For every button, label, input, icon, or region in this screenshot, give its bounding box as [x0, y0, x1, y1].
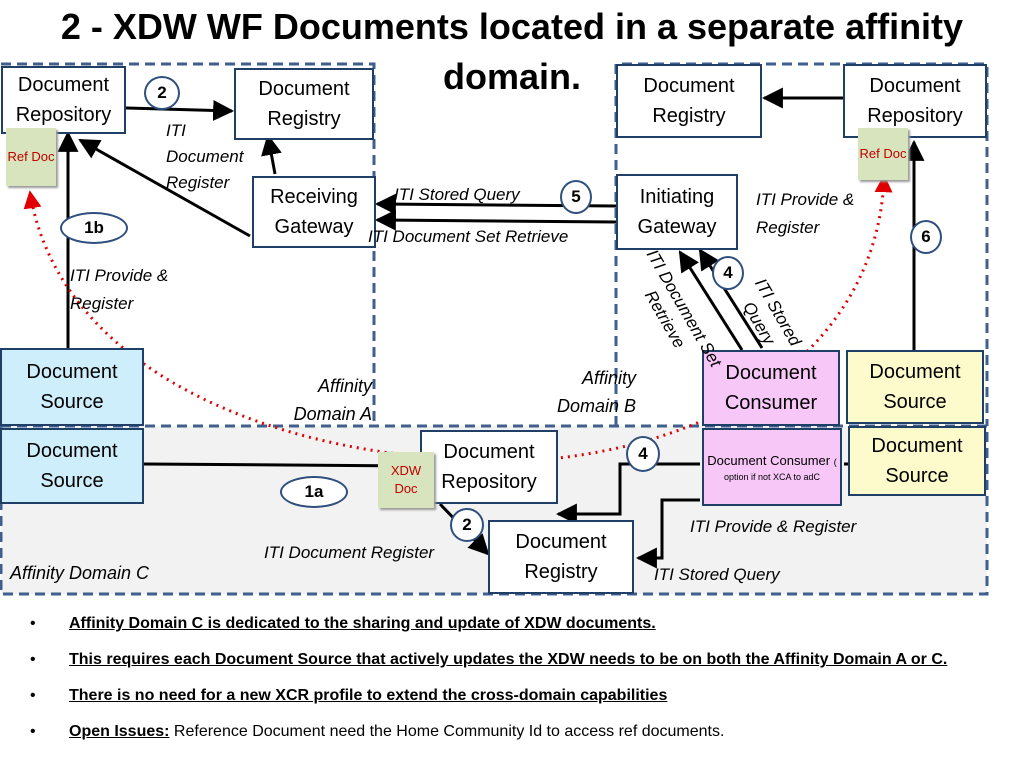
document-source-c1: Document Source [0, 428, 144, 504]
domain-c-border [0, 424, 989, 596]
label-iti-document-register-a: ITI Document Register [166, 121, 244, 192]
document-repository-b: Document Repository [843, 64, 987, 138]
step-5: 5 [560, 180, 592, 214]
arrow-consumer-to-gw-2 [698, 248, 764, 349]
notes-list: Affinity Domain C is dedicated to the sh… [0, 612, 1024, 756]
arrow-consumer-c-to-repo-c [555, 462, 700, 525]
consumer-c-title: Document Consumer ( [707, 452, 837, 468]
arrow-gw-to-registry-a [261, 133, 282, 175]
document-registry-b: Document Registry [616, 64, 762, 138]
arrow-consumer-to-gw-1 [678, 250, 744, 351]
step-1b: 1b [60, 212, 128, 244]
domain-a-border [1, 62, 376, 426]
label-iti-document-set-retrieve: ITI Document Set Retrieve [368, 227, 569, 246]
document-repository-a: Document Repository [1, 66, 126, 134]
document-source-a: Document Source [0, 348, 144, 426]
document-repository-c: Document Repository [420, 430, 558, 504]
document-source-b: Document Source [846, 350, 984, 424]
label-iti-stored-query-c: ITI Stored Query [654, 565, 780, 584]
note-1-text: Affinity Domain C is dedicated to the sh… [69, 615, 656, 632]
label-iti-document-register-c: ITI Document Register [264, 543, 435, 562]
slide-title: 2 - XDW WF Documents located in a separa… [60, 6, 964, 97]
label-affinity-domain-b: Affinity Domain B [556, 368, 636, 416]
label-iti-provide-register-c: ITI Provide & Register [690, 517, 857, 536]
initiating-gateway: Initiating Gateway [616, 174, 738, 250]
step-4-domain-b: 4 [712, 256, 744, 290]
label-affinity-domain-a: Affinity Domain A [293, 376, 372, 424]
dotted-arrow-to-ref-a [23, 190, 541, 463]
xdw-doc-icon: XDW Doc [378, 452, 434, 508]
step-4-domain-c: 4 [626, 436, 660, 472]
note-2-text: This requires each Document Source that … [69, 651, 948, 668]
document-source-c2: Document Source [848, 426, 986, 496]
step-2-domain-c: 2 [450, 508, 484, 542]
ref-doc-a-icon: Ref Doc [6, 128, 56, 186]
step-1a: 1a [280, 476, 348, 508]
step-6: 6 [910, 220, 942, 254]
label-iti-provide-register-b: ITI Provide & Register [756, 190, 855, 237]
step-2-domain-a: 2 [144, 76, 180, 110]
consumer-c-note: option if not XCA to adC [723, 471, 821, 482]
document-consumer-c: Document Consumer ( option if not XCA to… [702, 428, 842, 506]
document-registry-c: Document Registry [488, 520, 634, 594]
label-iti-provide-register-a: ITI Provide & Register [70, 266, 169, 313]
document-consumer-b: Document Consumer [702, 350, 840, 426]
arrow-gw-to-repo-a [78, 138, 251, 238]
note-3-text: There is no need for a new XCR profile t… [69, 687, 668, 704]
arrow-consumer-c-to-registry-c [635, 498, 700, 569]
ref-doc-b-icon: Ref Doc [858, 128, 908, 180]
note-4-text: Reference Document need the Home Communi… [169, 723, 725, 740]
label-iti-stored-query: ITI Stored Query [394, 185, 520, 204]
note-4: Open Issues: Reference Document need the… [0, 720, 1024, 744]
note-3: There is no need for a new XCR profile t… [0, 684, 1024, 708]
note-1: Affinity Domain C is dedicated to the sh… [0, 612, 1024, 636]
line-source-c1-to-repo-c [143, 462, 421, 468]
note-4-bold: Open Issues: [69, 723, 170, 740]
note-2: This requires each Document Source that … [0, 648, 1024, 672]
arrow-doc-set-retrieve [374, 209, 617, 231]
document-registry-a: Document Registry [234, 68, 374, 140]
receiving-gateway: Receiving Gateway [252, 176, 376, 248]
label-affinity-domain-c: Affinity Domain C [10, 563, 150, 583]
arrow-repo-to-registry-a [125, 99, 235, 121]
